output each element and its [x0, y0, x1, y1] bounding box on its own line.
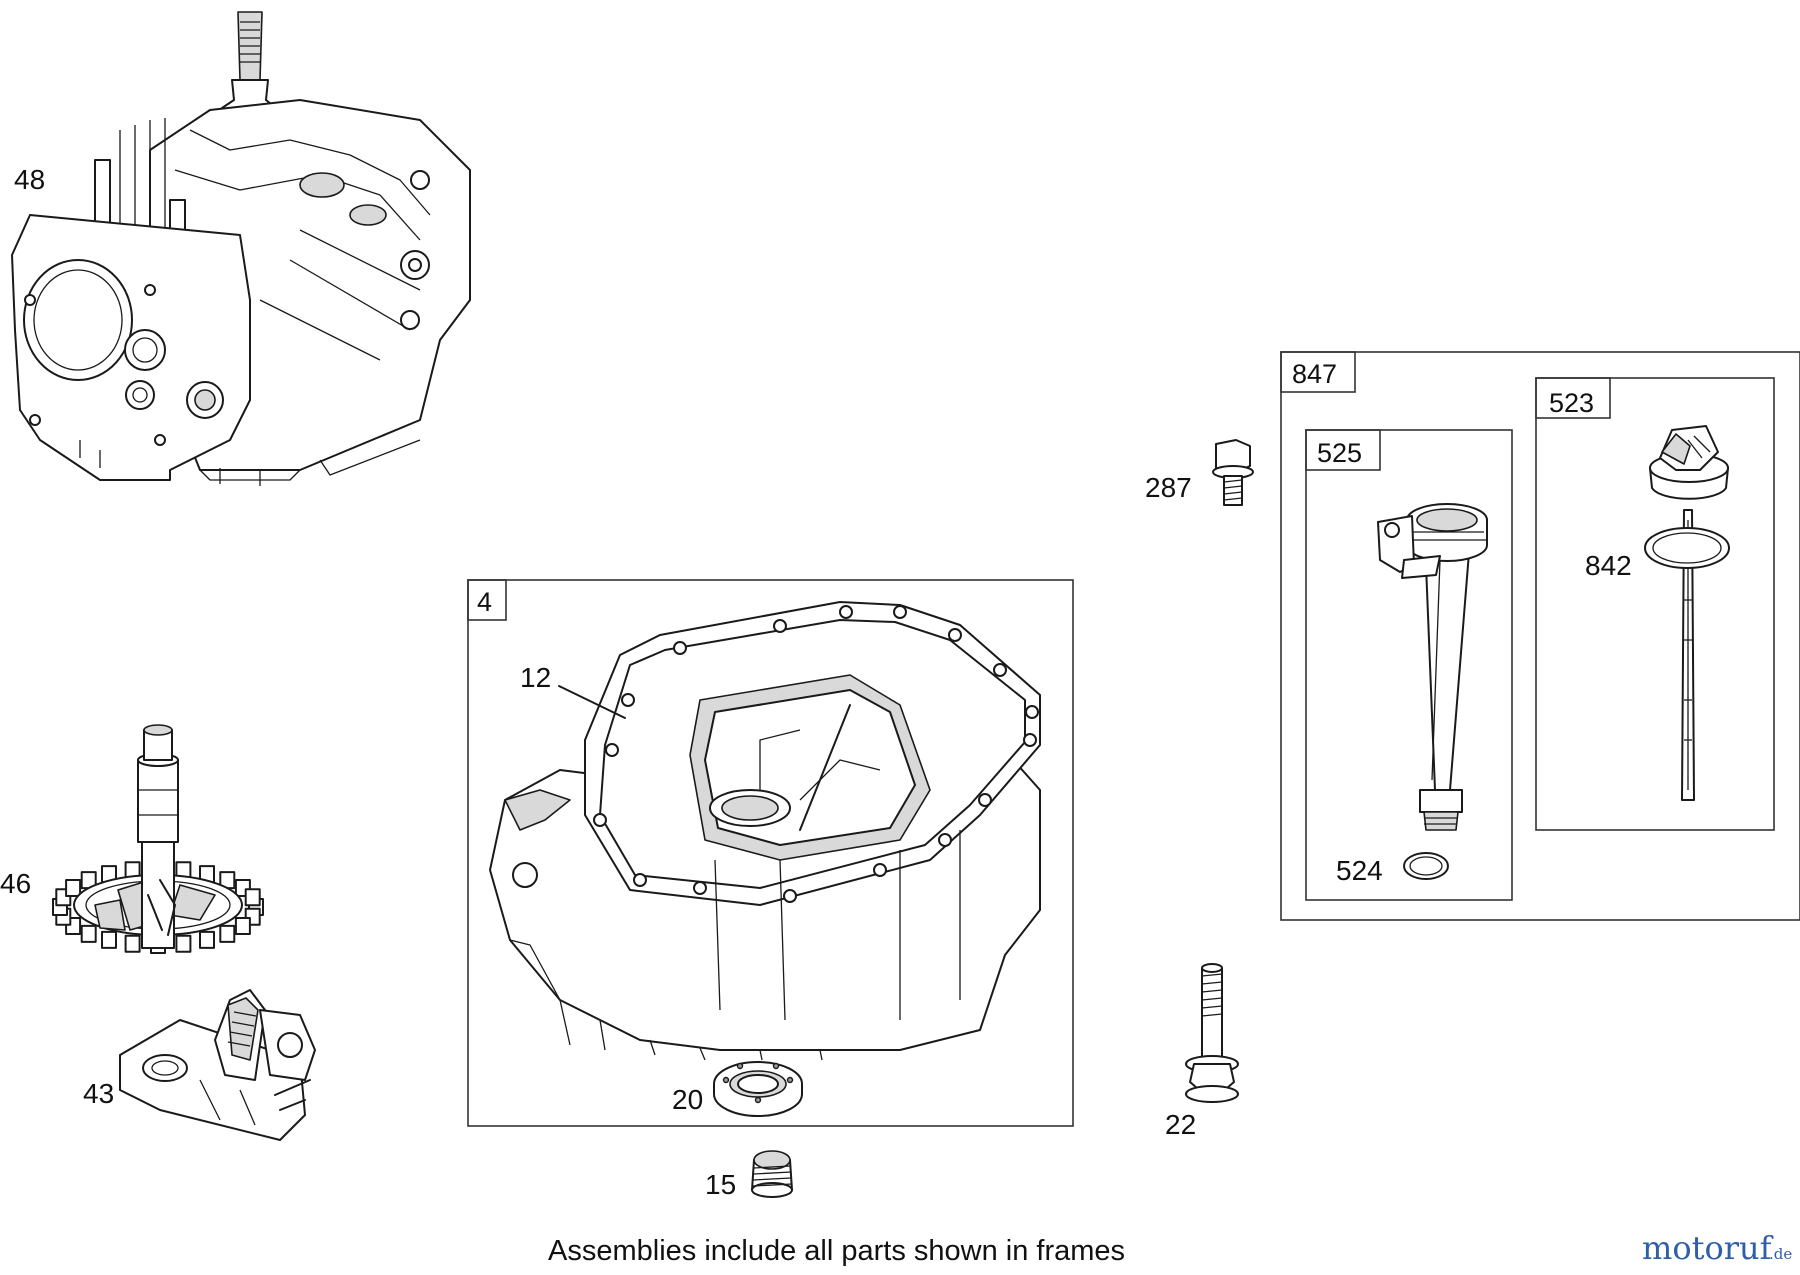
gasket-bolt-hole: [993, 663, 1007, 677]
frame-4-tab: [467, 579, 507, 621]
bolt-part-22[interactable]: [1185, 963, 1239, 1103]
gear-tooth: [124, 934, 141, 953]
o-ring-part-524[interactable]: [1403, 852, 1449, 880]
callout-43: 43: [83, 1078, 114, 1109]
frame-label-4: 4: [477, 587, 492, 617]
gasket-bolt-hole: [1023, 733, 1037, 747]
watermark-suffix: .de: [1769, 1245, 1792, 1263]
governor-assembly-part-43[interactable]: [119, 989, 316, 1141]
gasket-bolt-hole: [593, 813, 607, 827]
frame-4: [467, 579, 1074, 1127]
gasket-bolt-hole: [839, 605, 853, 619]
frame-523-tab: [1535, 377, 1611, 419]
assemblies-caption: Assemblies include all parts shown in fr…: [548, 1235, 1125, 1267]
callout-842: 842: [1585, 550, 1632, 581]
gear-tooth: [101, 930, 117, 949]
frame-label-525: 525: [1317, 438, 1362, 468]
frame-label-847: 847: [1292, 359, 1337, 389]
gasket-bolt-hole: [621, 693, 635, 707]
frame-label-523: 523: [1549, 388, 1594, 418]
gear-tooth: [80, 924, 97, 943]
callout-287: 287: [1145, 472, 1192, 503]
gasket-bolt-hole: [673, 641, 687, 655]
drain-plug-part-15[interactable]: [751, 1150, 793, 1198]
frame-525-tab: [1305, 429, 1381, 471]
gasket-bolt-hole: [1025, 705, 1039, 719]
gasket-bolt-hole: [978, 793, 992, 807]
frame-847: [1280, 351, 1800, 921]
gear-tooth: [199, 930, 215, 949]
callout-46: 46: [0, 868, 31, 899]
gasket-bolt-hole: [873, 863, 887, 877]
callout-524: 524: [1336, 855, 1383, 886]
gasket-bolt-hole: [773, 619, 787, 633]
oil-sump-part-4[interactable]: [489, 601, 1041, 1061]
leader-12: [558, 685, 626, 719]
cylinder-block-part-48[interactable]: [11, 11, 471, 486]
gear-tooth: [65, 879, 82, 897]
gear-tooth: [175, 934, 192, 953]
watermark-logo: motoruf: [1642, 1229, 1774, 1267]
callout-15: 15: [705, 1169, 736, 1200]
gasket-bolt-hole: [893, 605, 907, 619]
gear-tooth: [244, 888, 261, 907]
camshaft-gear-part-46[interactable]: [52, 724, 264, 954]
dipstick-part-523[interactable]: [1649, 425, 1729, 801]
frame-847-tab: [1280, 351, 1356, 393]
frame-523: [1535, 377, 1775, 831]
gear-tooth: [219, 924, 236, 943]
gasket-bolt-hole: [783, 889, 797, 903]
oil-fill-tube-part-525[interactable]: [1377, 503, 1488, 831]
callout-22: 22: [1165, 1109, 1196, 1140]
gear-tooth: [234, 917, 251, 935]
callout-12: 12: [520, 662, 551, 693]
bolt-part-287[interactable]: [1212, 439, 1254, 506]
frame-525: [1305, 429, 1513, 901]
callout-48: 48: [14, 164, 45, 195]
gasket-bolt-hole: [948, 628, 962, 642]
gasket-bolt-hole: [633, 873, 647, 887]
o-ring-part-842[interactable]: [1644, 527, 1730, 569]
gasket-bolt-hole: [693, 881, 707, 895]
gasket-bolt-hole: [938, 833, 952, 847]
oil-seal-part-20[interactable]: [713, 1061, 803, 1117]
callout-20: 20: [672, 1084, 703, 1115]
gasket-bolt-hole: [605, 743, 619, 757]
